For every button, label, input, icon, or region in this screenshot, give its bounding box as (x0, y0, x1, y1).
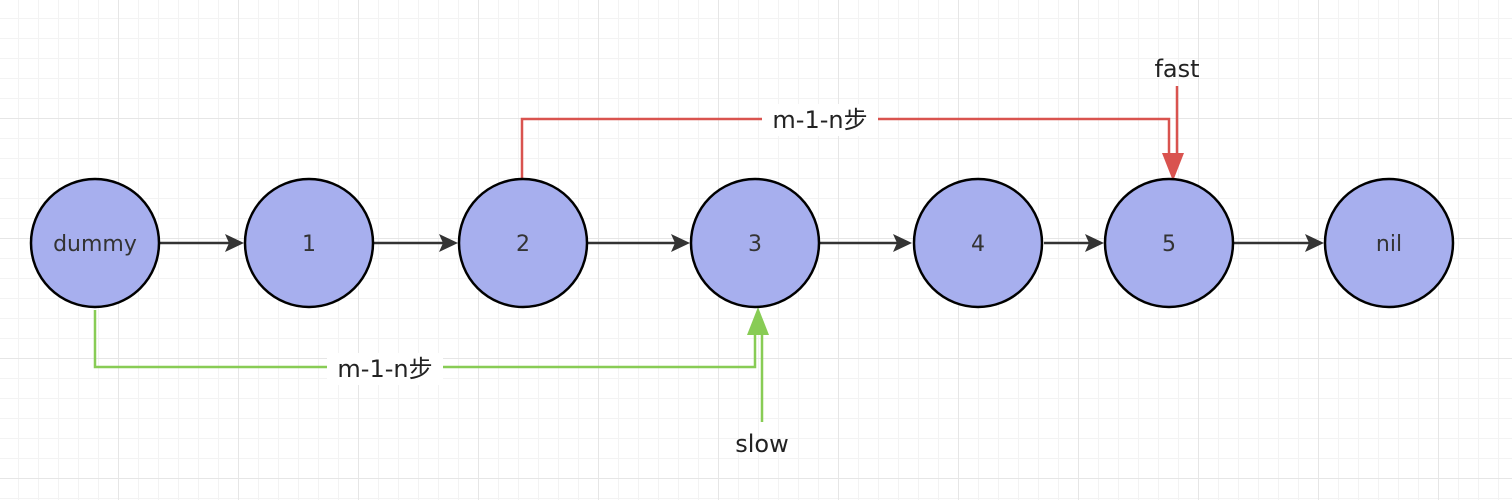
arrowhead-2-3 (671, 234, 690, 252)
node-circle (1323, 177, 1455, 309)
node-label: dummy (53, 232, 137, 257)
node-label: 4 (971, 232, 985, 257)
node-label: nil (1376, 232, 1402, 257)
node-label: 1 (302, 232, 316, 257)
list-edges (160, 234, 1324, 252)
arrowhead-5-nil (1305, 234, 1324, 252)
node-dummy: dummy (29, 177, 161, 309)
slow-arrowhead (747, 307, 769, 335)
arrowhead-4-5 (1085, 234, 1104, 252)
node-circle (912, 177, 1044, 309)
slow-span-label: m-1-n步 (337, 355, 432, 383)
node-5: 5 (1103, 177, 1235, 309)
arrowhead-1-2 (439, 234, 458, 252)
fast-span-label-bg (762, 104, 878, 136)
slow-span-label-bg (327, 353, 443, 385)
node-circle (243, 177, 375, 309)
slow-pointer-group: m-1-n步 slow (93, 307, 789, 458)
list-nodes: dummy 1 2 3 4 5 nil (29, 177, 1455, 309)
fast-span-label: m-1-n步 (772, 106, 867, 134)
node-2: 2 (457, 177, 589, 309)
node-nil: nil (1323, 177, 1455, 309)
fast-arrowhead (1162, 153, 1184, 181)
node-circle (29, 177, 161, 309)
node-circle (689, 177, 821, 309)
node-circle (1103, 177, 1235, 309)
node-label: 5 (1162, 232, 1176, 257)
node-circle (457, 177, 589, 309)
node-4: 4 (912, 177, 1044, 309)
node-1: 1 (243, 177, 375, 309)
slow-label: slow (735, 430, 788, 458)
arrowhead-3-4 (893, 234, 912, 252)
node-3: 3 (689, 177, 821, 309)
node-label: 2 (516, 232, 530, 257)
fast-pointer-group: m-1-n步 fast (520, 55, 1200, 181)
arrowhead-dummy-1 (225, 234, 244, 252)
fast-label: fast (1154, 55, 1199, 83)
node-label: 3 (748, 232, 762, 257)
